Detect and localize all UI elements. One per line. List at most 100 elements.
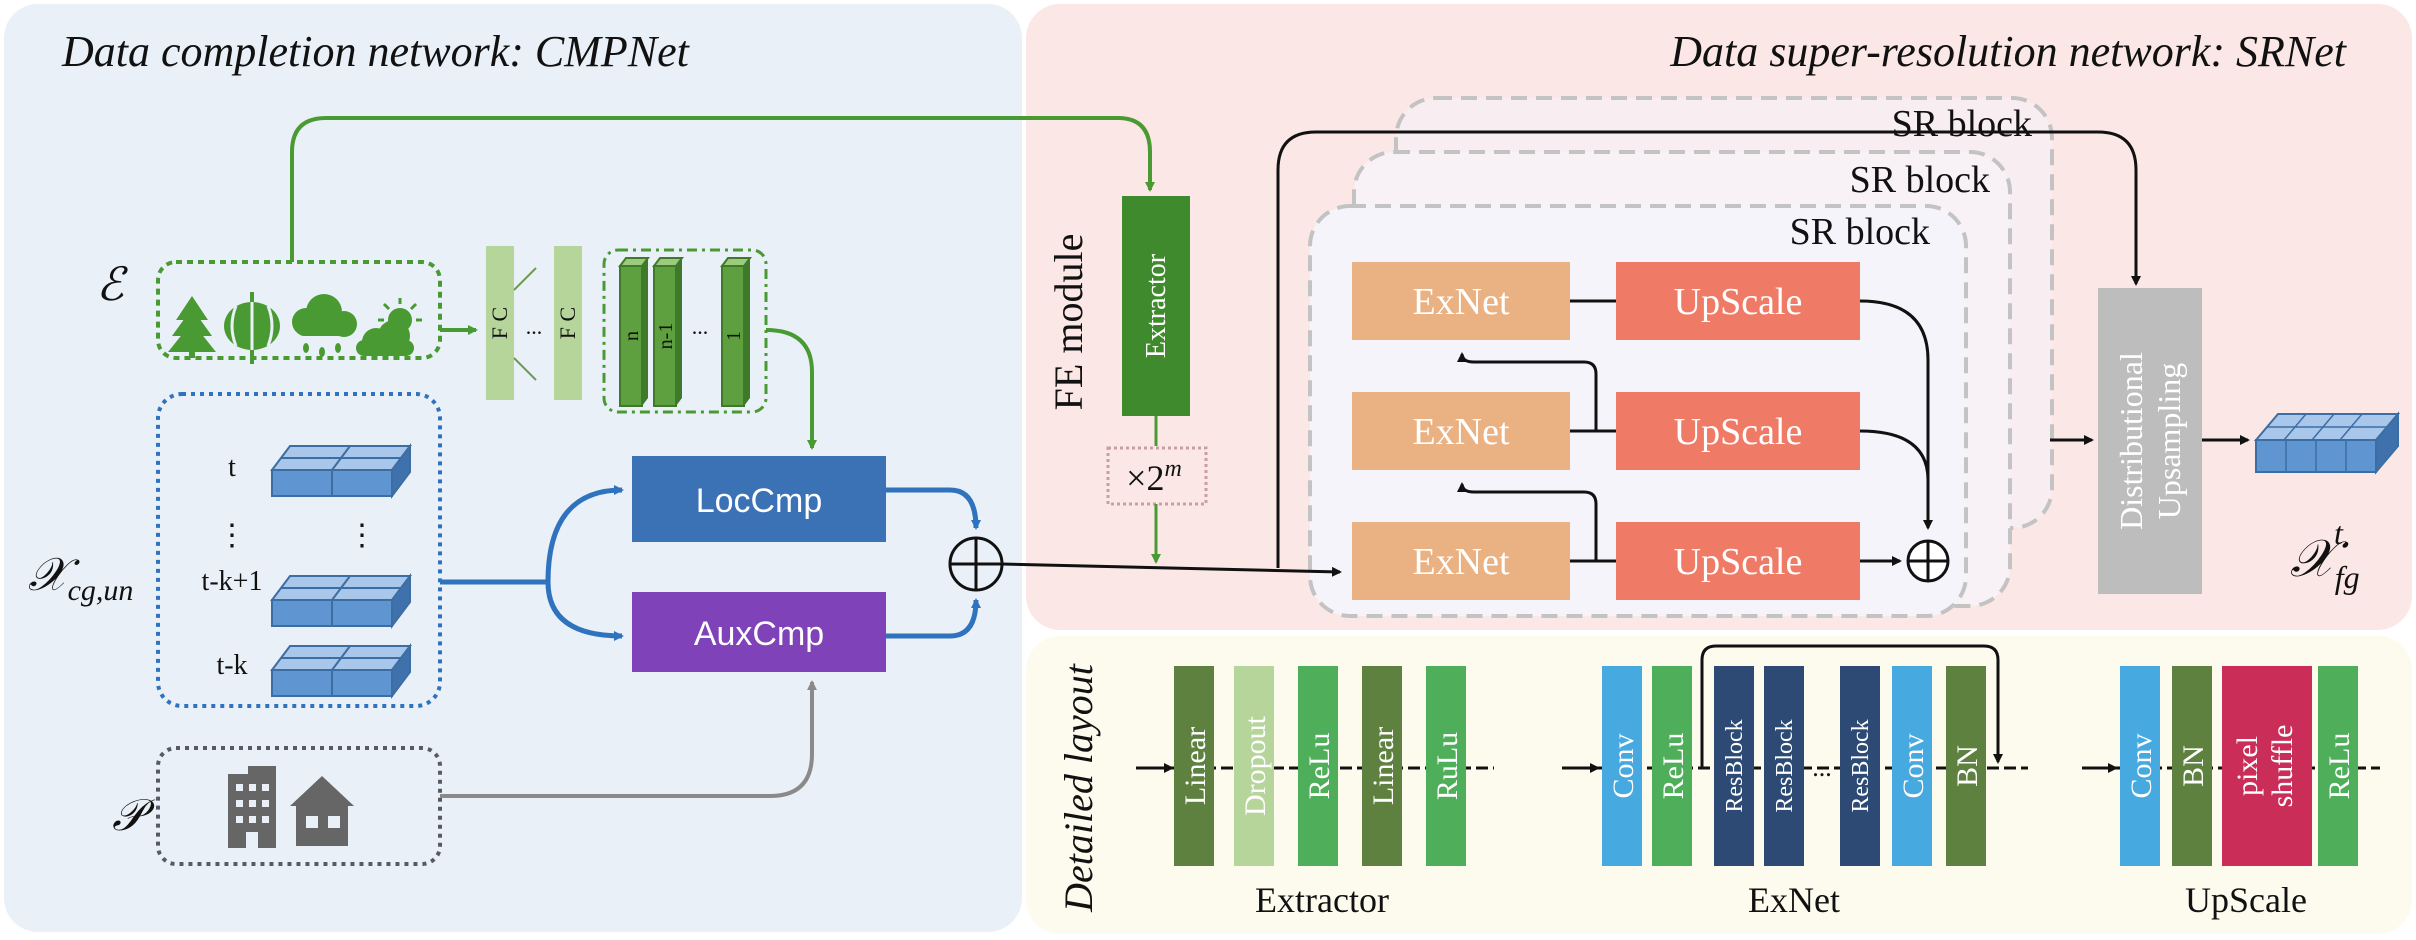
upscale-layer-pixel-label: pixel — [2231, 736, 2264, 796]
loccmp-to-sum-arrow — [886, 487, 981, 530]
extractor-layer-rulu: RuLu — [1426, 666, 1466, 866]
upscale-label-2: UpScale — [1674, 411, 1803, 453]
fc-dots: ... — [526, 314, 543, 339]
house-icon — [290, 776, 354, 846]
extractor-layer-relu: ReLu — [1298, 666, 1338, 866]
x-input-subscript: cg,un — [68, 574, 134, 607]
building-icon — [228, 766, 276, 848]
loccmp-label: LocCmp — [696, 482, 823, 520]
row3-to-row2-feedback — [1457, 482, 1598, 561]
exnet-layer-relu: ReLu — [1652, 666, 1692, 866]
auxcmp-block — [632, 592, 886, 672]
dist-upsampling-label-2: Upsampling — [2151, 363, 2187, 519]
upscale-layer-bn-label: BN — [2177, 745, 2210, 787]
exnet-layer-bn: BN — [1946, 666, 1986, 866]
scale-exponent: m — [1164, 456, 1181, 482]
fe-module-label: FE module — [1046, 234, 1091, 411]
extractor-layer-dropout-label: Dropout — [1239, 715, 1272, 816]
data-tile-tk — [271, 645, 411, 697]
scale-box — [1106, 446, 1208, 506]
exnet-dots: ... — [1812, 753, 1832, 782]
sum-node — [948, 536, 1004, 592]
data-tile-t — [271, 445, 411, 497]
exnet-layer-resblock-3: ResBlock — [1840, 666, 1880, 866]
exnet-block-2 — [1352, 392, 1570, 470]
x-layer-label-tk: t-k — [216, 650, 247, 681]
fc-label-2: F C — [555, 307, 580, 339]
extractor-block — [1122, 196, 1190, 416]
bar-n-label: n — [621, 331, 643, 341]
x-to-auxcmp-arrow — [545, 581, 624, 641]
dist-upsampling-label-1: Distributional — [2113, 352, 2149, 530]
env-to-extractor-arrow — [290, 116, 1155, 262]
upscale-layer-relu-label: ReLu — [2323, 733, 2356, 800]
output-tile — [2253, 411, 2401, 475]
sun-cloud-icon — [356, 298, 422, 356]
x-to-loccmp-arrow — [545, 485, 624, 583]
exnet-caption: ExNet — [1748, 880, 1840, 920]
extractor-caption: Extractor — [1255, 880, 1389, 920]
exnet-layer-conv-1-label: Conv — [1607, 733, 1640, 798]
sr-block-label-back: SR block — [1892, 103, 2032, 145]
exnet-layer-bn-label: BN — [1951, 745, 1984, 787]
bar-1-label: 1 — [723, 331, 745, 341]
exnet-layer-conv-2: Conv — [1892, 666, 1932, 866]
exnet-layer-relu-label: ReLu — [1657, 733, 1690, 800]
srnet-title: Data super-resolution network: SRNet — [1669, 27, 2348, 76]
fc-layer-1: F C — [486, 246, 514, 400]
exnet-layer-resblock-2: ResBlock — [1764, 666, 1804, 866]
sr-sum-node — [1906, 539, 1950, 583]
exnet-layer-resblock-1-label: ResBlock — [1722, 719, 1748, 812]
exnet-layer-resblock-1: ResBlock — [1714, 666, 1754, 866]
exnet-layer-conv-2-label: Conv — [1897, 733, 1930, 798]
upscale-label-1: UpScale — [1674, 281, 1803, 323]
lantern-icon — [224, 292, 280, 364]
fc-label-1: F C — [487, 307, 512, 339]
exnet-label-1: ExNet — [1412, 281, 1510, 323]
env-input-box — [156, 260, 442, 360]
loccmp-block — [632, 456, 886, 542]
upscale-caption: UpScale — [2185, 880, 2307, 920]
extractor-layer-dropout: Dropout — [1234, 666, 1274, 866]
auxcmp-label: AuxCmp — [694, 615, 824, 653]
upscale-layer-bn: BN — [2172, 666, 2212, 866]
bar-n1-label: n-1 — [655, 323, 677, 350]
scale-main: ×2 — [1126, 458, 1164, 498]
dist-upsampling-block — [2098, 288, 2202, 594]
bars-to-loccmp-arrow — [765, 328, 817, 450]
cmpnet-panel — [4, 4, 1022, 932]
extractor-label: Extractor — [1141, 253, 1172, 358]
rain-cloud-icon — [292, 294, 357, 357]
upscale-layer-shuffle-label: shuffle — [2266, 725, 2299, 808]
upscale-label-3: UpScale — [1674, 541, 1803, 583]
x-layer-label-t: t — [228, 452, 236, 483]
sr-block-label-middle: SR block — [1850, 159, 1990, 201]
exnet-residual-arrow — [1700, 644, 2003, 768]
exnet-block-3 — [1352, 522, 1570, 600]
upscale-block-3 — [1616, 522, 1860, 600]
upscale-block-2 — [1616, 392, 1860, 470]
upscale1-to-sum — [1859, 299, 1933, 530]
auxcmp-to-sum-arrow — [886, 598, 981, 639]
skip-connection-arrow — [1276, 130, 2141, 568]
upscale-layer-conv-label: Conv — [2125, 733, 2158, 798]
bar-1: 1 — [720, 257, 752, 407]
bars-dots: ... — [692, 314, 709, 339]
x-layer-dots-right: ⋮ — [347, 519, 377, 552]
exnet-block-1 — [1352, 262, 1570, 340]
tree-icon — [168, 296, 216, 358]
x-layer-label-tk1: t-k+1 — [202, 566, 263, 597]
exnet-layer-resblock-3-label: ResBlock — [1848, 719, 1874, 812]
row2-to-row1-feedback — [1457, 352, 1598, 431]
output-superscript: t — [2334, 515, 2344, 551]
upscale-block-1 — [1616, 262, 1860, 340]
detail-title: Detailed layout — [1056, 663, 1101, 913]
extractor-layer-linear-1-label: Linear — [1179, 727, 1212, 805]
upscale-layer-relu: ReLu — [2318, 666, 2358, 866]
x-input-box — [156, 392, 442, 708]
output-subscript: fg — [2335, 559, 2360, 595]
extractor-layer-rulu-label: RuLu — [1431, 732, 1464, 800]
cmpnet-title: Data completion network: CMPNet — [61, 27, 691, 76]
